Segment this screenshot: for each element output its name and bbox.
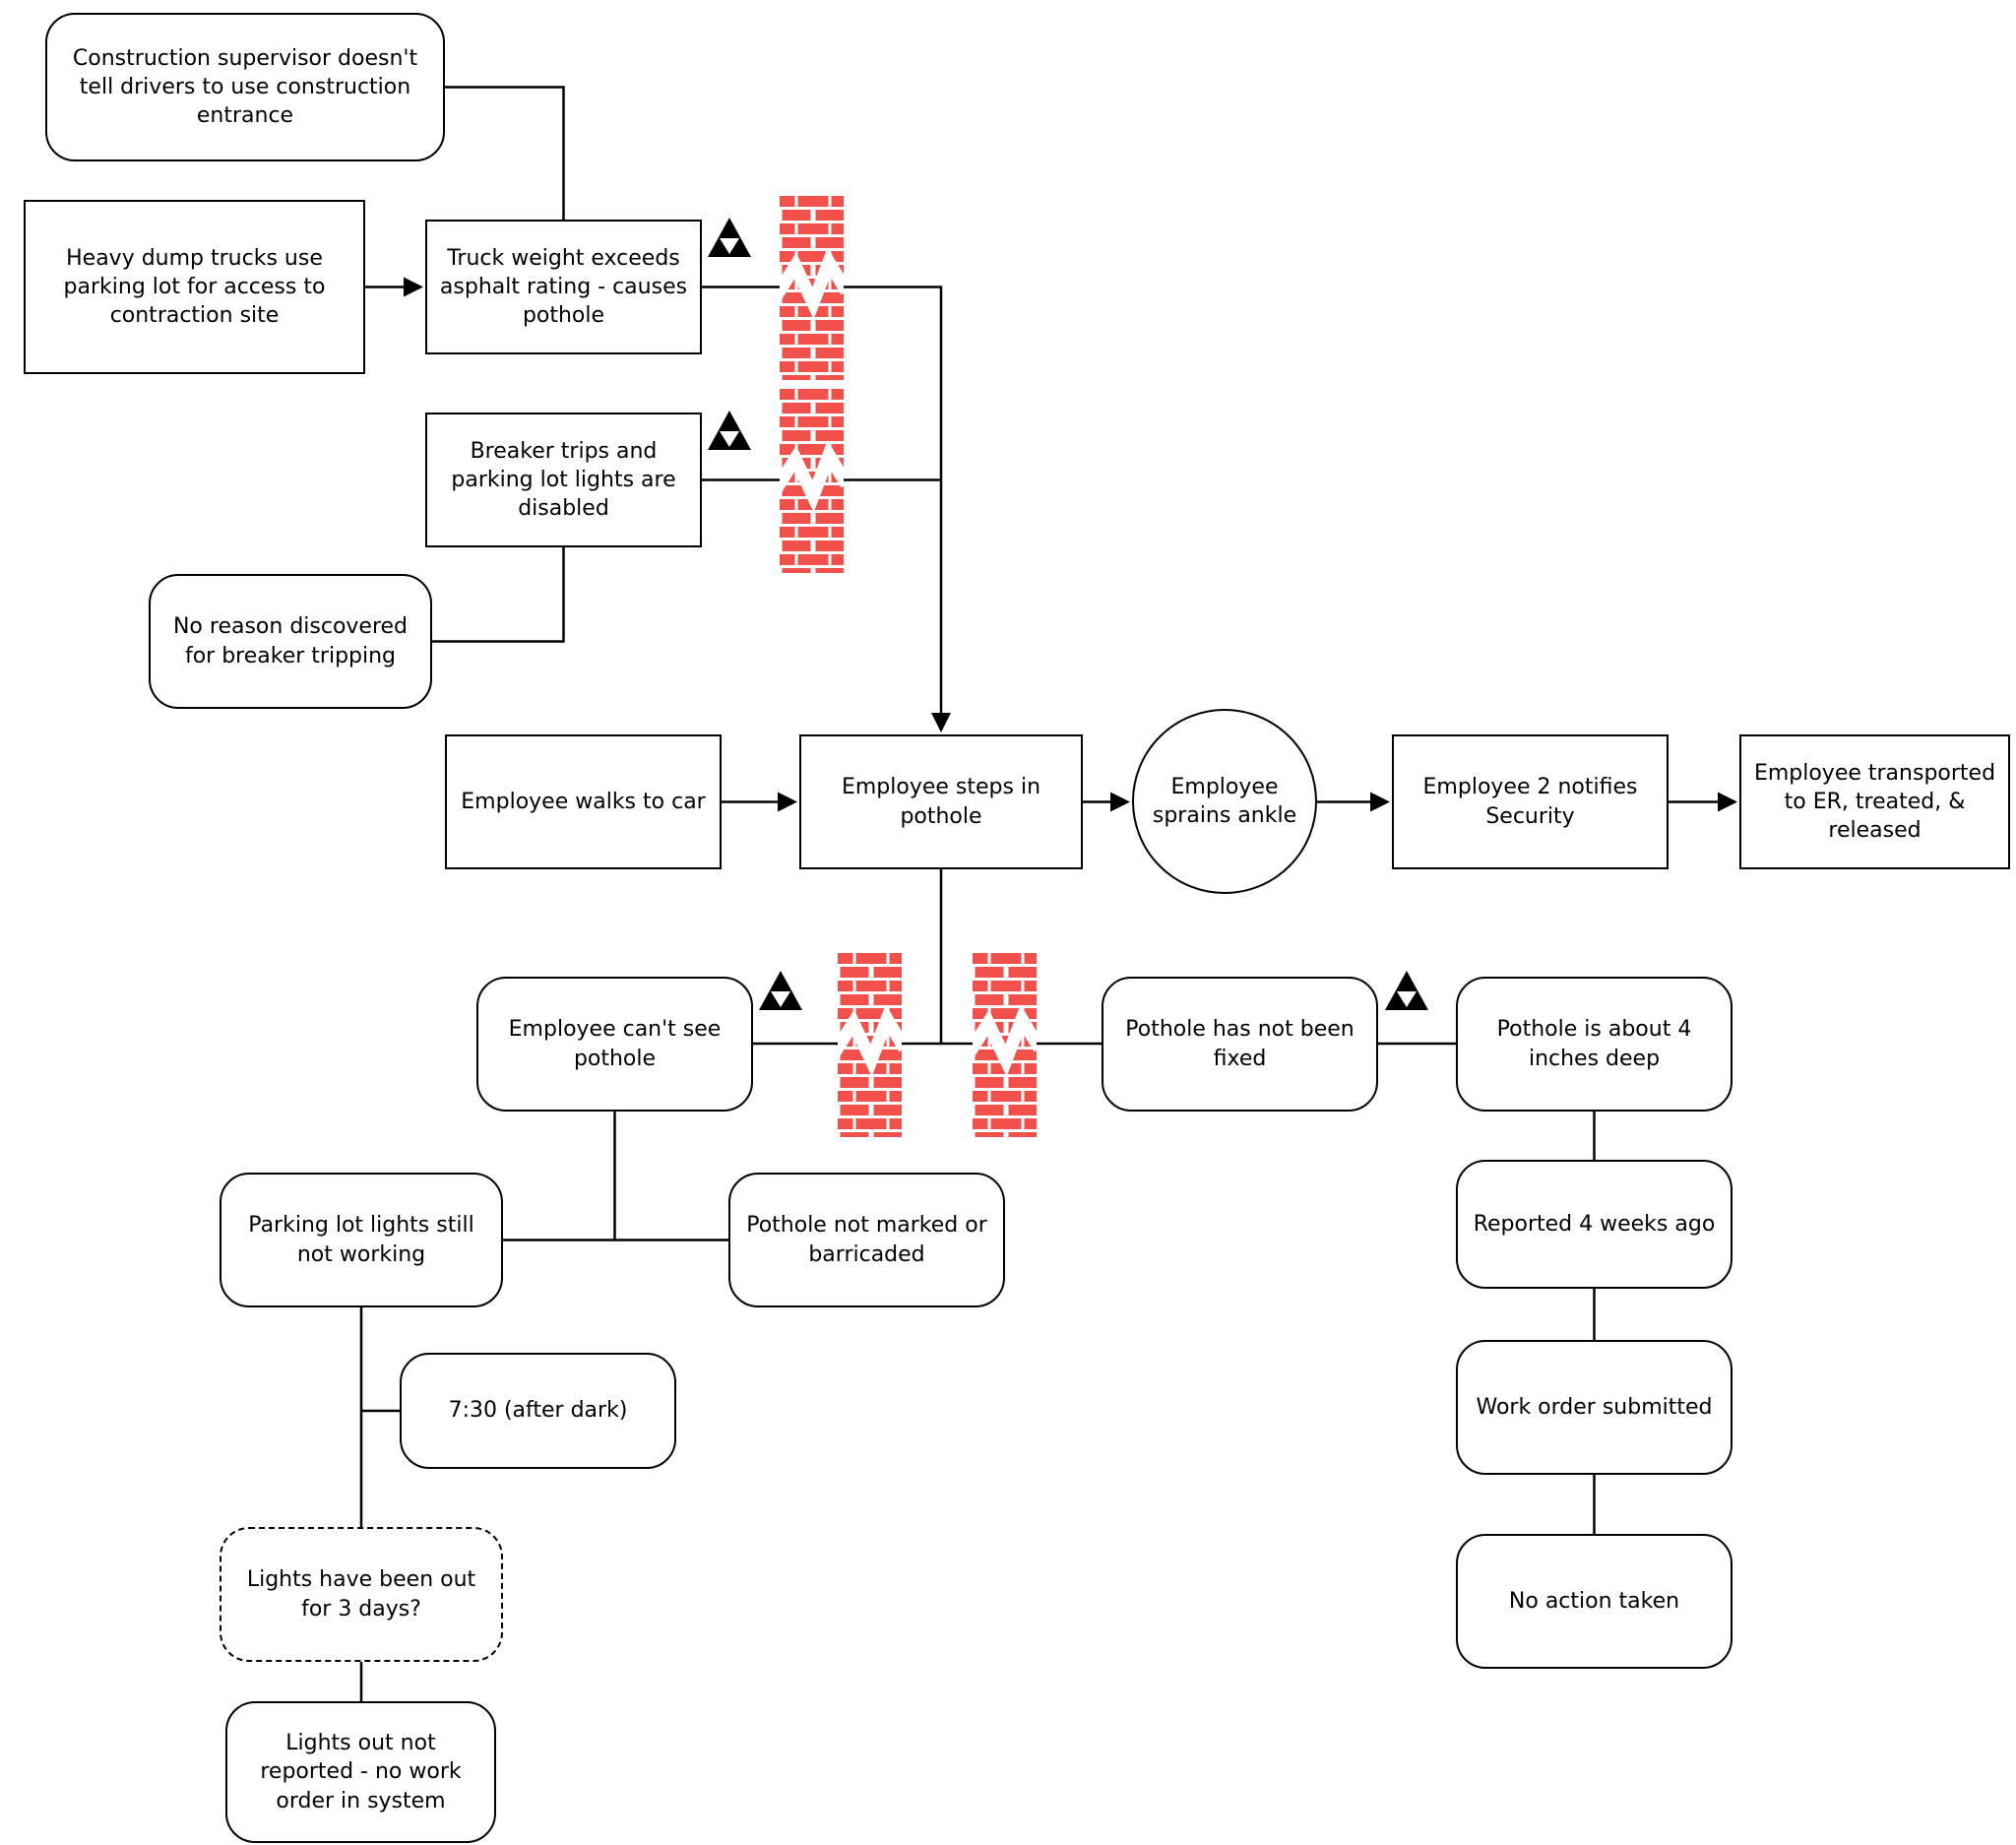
node-truck-weight[interactable]: Truck weight exceeds asphalt rating - ca… bbox=[425, 220, 702, 354]
node-pothole-not-fixed[interactable]: Pothole has not been fixed bbox=[1102, 977, 1378, 1112]
node-label: Employee sprains ankle bbox=[1152, 774, 1297, 828]
node-construction-supervisor[interactable]: Construction supervisor doesn't tell dri… bbox=[45, 13, 445, 161]
node-cant-see-pothole[interactable]: Employee can't see pothole bbox=[476, 977, 753, 1112]
safeguard-triangle-icon[interactable] bbox=[1384, 970, 1429, 1011]
node-breaker-trips[interactable]: Breaker trips and parking lot lights are… bbox=[425, 413, 702, 547]
node-lights-out-3-days-question[interactable]: Lights have been out for 3 days? bbox=[220, 1527, 503, 1662]
safeguard-triangle-icon[interactable] bbox=[758, 970, 803, 1011]
failed-barrier-wall-icon[interactable] bbox=[780, 193, 844, 380]
safeguard-triangle-icon[interactable] bbox=[707, 410, 752, 451]
node-label: Employee walks to car bbox=[461, 789, 706, 814]
node-label: Employee 2 notifies Security bbox=[1422, 775, 1638, 829]
node-label: Pothole is about 4 inches deep bbox=[1496, 1017, 1692, 1071]
node-label: Pothole has not been fixed bbox=[1125, 1017, 1354, 1071]
node-label: Truck weight exceeds asphalt rating - ca… bbox=[439, 245, 688, 329]
node-pothole-not-marked[interactable]: Pothole not marked or barricaded bbox=[728, 1173, 1005, 1307]
node-employee-transported-er[interactable]: Employee transported to ER, treated, & r… bbox=[1739, 734, 2010, 869]
node-pothole-depth[interactable]: Pothole is about 4 inches deep bbox=[1456, 977, 1732, 1112]
failed-barrier-wall-icon[interactable] bbox=[780, 386, 844, 573]
node-label: Work order submitted bbox=[1476, 1394, 1713, 1420]
connector bbox=[445, 86, 565, 220]
node-reported-4-weeks-ago[interactable]: Reported 4 weeks ago bbox=[1456, 1160, 1732, 1289]
node-label: Heavy dump trucks use parking lot for ac… bbox=[63, 245, 326, 329]
node-label: Parking lot lights still not working bbox=[248, 1213, 474, 1267]
node-label: Employee steps in pothole bbox=[841, 775, 1041, 829]
node-after-dark[interactable]: 7:30 (after dark) bbox=[400, 1353, 676, 1469]
node-label: No reason discovered for breaker trippin… bbox=[172, 614, 409, 668]
node-label: Lights out not reported - no work order … bbox=[260, 1731, 462, 1813]
node-label: Construction supervisor doesn't tell dri… bbox=[72, 45, 418, 129]
failed-barrier-wall-icon[interactable] bbox=[838, 950, 902, 1137]
node-parking-lot-lights[interactable]: Parking lot lights still not working bbox=[220, 1173, 503, 1307]
node-label: Lights have been out for 3 days? bbox=[246, 1567, 476, 1622]
failed-barrier-wall-icon[interactable] bbox=[973, 950, 1037, 1137]
node-no-reason-discovered[interactable]: No reason discovered for breaker trippin… bbox=[149, 574, 432, 709]
safeguard-triangle-icon[interactable] bbox=[707, 217, 752, 258]
node-heavy-dump-trucks[interactable]: Heavy dump trucks use parking lot for ac… bbox=[24, 200, 365, 374]
node-employee2-notifies-security[interactable]: Employee 2 notifies Security bbox=[1392, 734, 1669, 869]
node-work-order-submitted[interactable]: Work order submitted bbox=[1456, 1340, 1732, 1475]
node-label: Reported 4 weeks ago bbox=[1473, 1211, 1716, 1237]
node-label: Employee can't see pothole bbox=[508, 1017, 722, 1071]
node-label: Employee transported to ER, treated, & r… bbox=[1753, 760, 1996, 844]
node-employee-sprains-ankle[interactable]: Employee sprains ankle bbox=[1132, 709, 1317, 894]
node-employee-steps-in-pothole[interactable]: Employee steps in pothole bbox=[799, 734, 1083, 869]
node-label: 7:30 (after dark) bbox=[448, 1398, 628, 1424]
connector bbox=[432, 547, 565, 643]
node-employee-walks-to-car[interactable]: Employee walks to car bbox=[445, 734, 722, 869]
node-label: Pothole not marked or barricaded bbox=[746, 1213, 987, 1267]
node-label: Breaker trips and parking lot lights are… bbox=[451, 438, 676, 522]
node-lights-out-not-reported[interactable]: Lights out not reported - no work order … bbox=[225, 1701, 496, 1843]
node-label: No action taken bbox=[1508, 1588, 1680, 1614]
node-no-action-taken[interactable]: No action taken bbox=[1456, 1534, 1732, 1669]
